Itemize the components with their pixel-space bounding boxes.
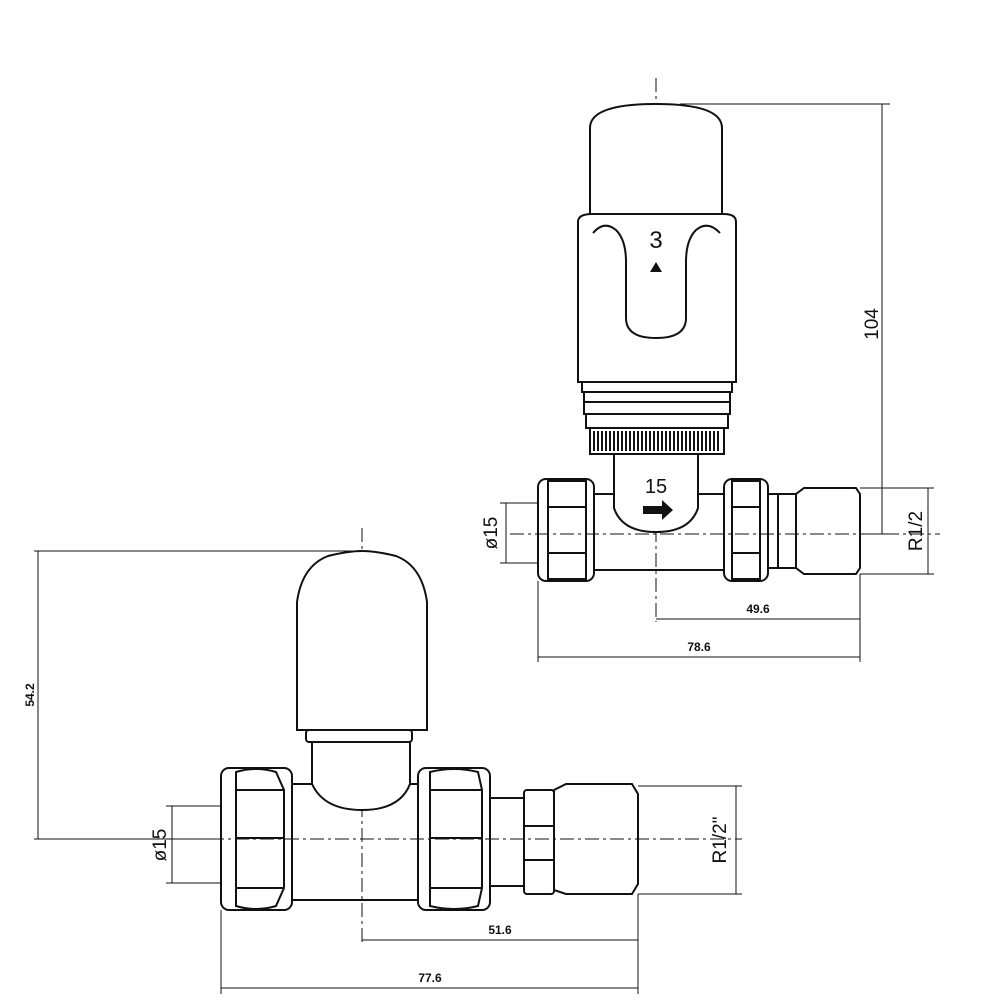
side-dim-thread-label: R1/2"	[710, 817, 731, 864]
dim-overall-length-label: 78.6	[687, 640, 711, 654]
dim-height-label: 104	[862, 308, 883, 340]
top-left-compression-nut	[537, 478, 595, 582]
head-ring-3	[583, 401, 731, 415]
flow-arrow-icon	[643, 500, 673, 520]
head-ring-2	[583, 391, 731, 403]
top-view: 3 15	[481, 78, 940, 662]
side-dim-diameter-label: ø15	[150, 829, 171, 862]
side-cap	[296, 549, 428, 731]
flow-label: 15	[645, 476, 667, 498]
head-ring-1	[581, 381, 733, 393]
top-tail-collar	[767, 493, 779, 569]
top-tail-connector	[777, 493, 797, 569]
side-left-compression-nut	[220, 767, 293, 911]
side-pipe	[292, 783, 524, 901]
top-right-compression-nut	[723, 478, 769, 582]
head-cap	[589, 102, 723, 217]
dim-center-to-end-label: 49.6	[746, 602, 770, 616]
side-dim-height-label: 54.2	[23, 683, 37, 707]
top-pipe	[592, 493, 724, 571]
side-tail-connector	[523, 789, 555, 895]
side-view: 54.2 ø15 R1/2" 51.6 77.6	[23, 528, 742, 994]
knurled-nut	[589, 427, 725, 455]
side-dim-center-to-end-label: 51.6	[488, 923, 512, 937]
side-dim-overall-length-label: 77.6	[418, 971, 442, 985]
dim-thread-label: R1/2	[906, 511, 927, 551]
dial-recess	[592, 224, 721, 340]
dial-marker-label: 3	[649, 227, 662, 254]
top-tail-thread	[795, 487, 861, 575]
head-ring-4	[585, 413, 729, 429]
dial-pointer-icon	[650, 262, 662, 272]
top-valve-neck	[613, 453, 699, 534]
side-valve-neck	[311, 741, 411, 812]
dim-diameter-label: ø15	[481, 517, 502, 550]
side-collar	[305, 729, 413, 743]
